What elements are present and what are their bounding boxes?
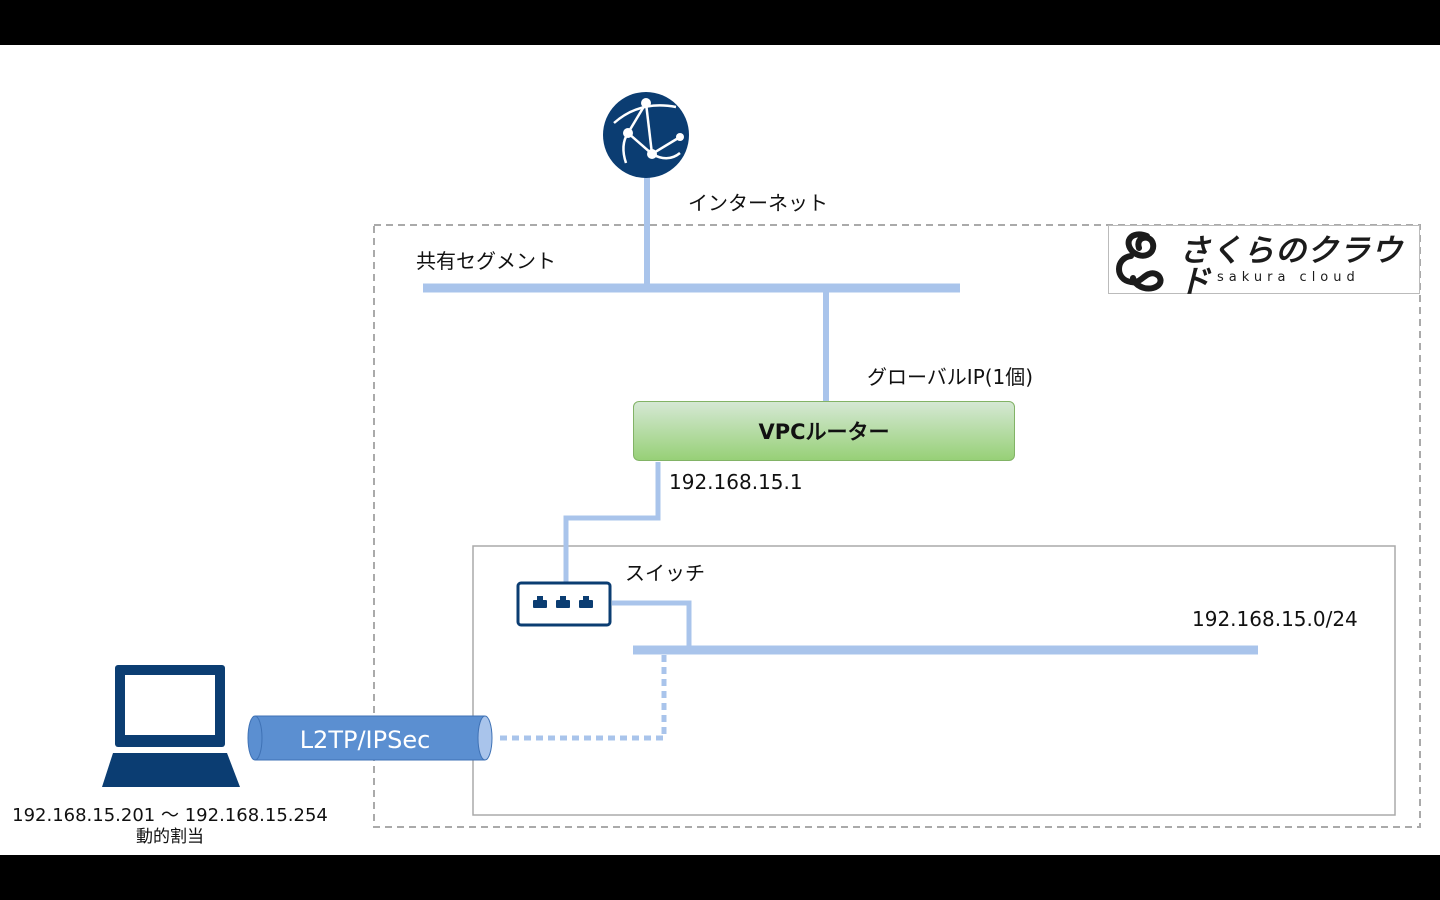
vpn-dotted-link bbox=[496, 655, 667, 741]
cloud-boundary bbox=[373, 224, 1421, 828]
vpn-tunnel-label: L2TP/IPSec bbox=[299, 726, 431, 754]
router-downlink bbox=[563, 462, 661, 583]
laptop-icon bbox=[102, 665, 240, 787]
subnet-label: 192.168.15.0/24 bbox=[1192, 607, 1358, 631]
client-assignment-label: 動的割当 bbox=[136, 827, 204, 847]
logo-text-jp: さくらのクラウド bbox=[1179, 233, 1403, 300]
network-switch-icon bbox=[516, 581, 612, 627]
shared-segment-label: 共有セグメント bbox=[416, 249, 556, 273]
router-ip-label: 192.168.15.1 bbox=[669, 470, 803, 494]
vpn-tunnel bbox=[247, 715, 493, 761]
diagram-lines bbox=[102, 92, 1421, 828]
globe-network-icon bbox=[603, 92, 689, 178]
switch-label: スイッチ bbox=[625, 561, 705, 585]
private-network-area bbox=[472, 545, 1396, 816]
sakura-logo-icon bbox=[1116, 231, 1164, 292]
switch-link bbox=[612, 600, 692, 649]
client-ip-range-label: 192.168.15.201 〜 192.168.15.254 bbox=[12, 805, 328, 826]
internet-label: インターネット bbox=[688, 191, 828, 215]
diagram-canvas: インターネット 共有セグメント グローバルIP(1個) VPCルーター 192.… bbox=[0, 45, 1440, 855]
sakura-cloud-logo: さくらのクラウド sakura cloud bbox=[1108, 225, 1420, 298]
vpc-router: VPCルーター bbox=[633, 401, 1015, 461]
global-ip-label: グローバルIP(1個) bbox=[867, 365, 1034, 389]
logo-text-en: sakura cloud bbox=[1217, 270, 1360, 285]
